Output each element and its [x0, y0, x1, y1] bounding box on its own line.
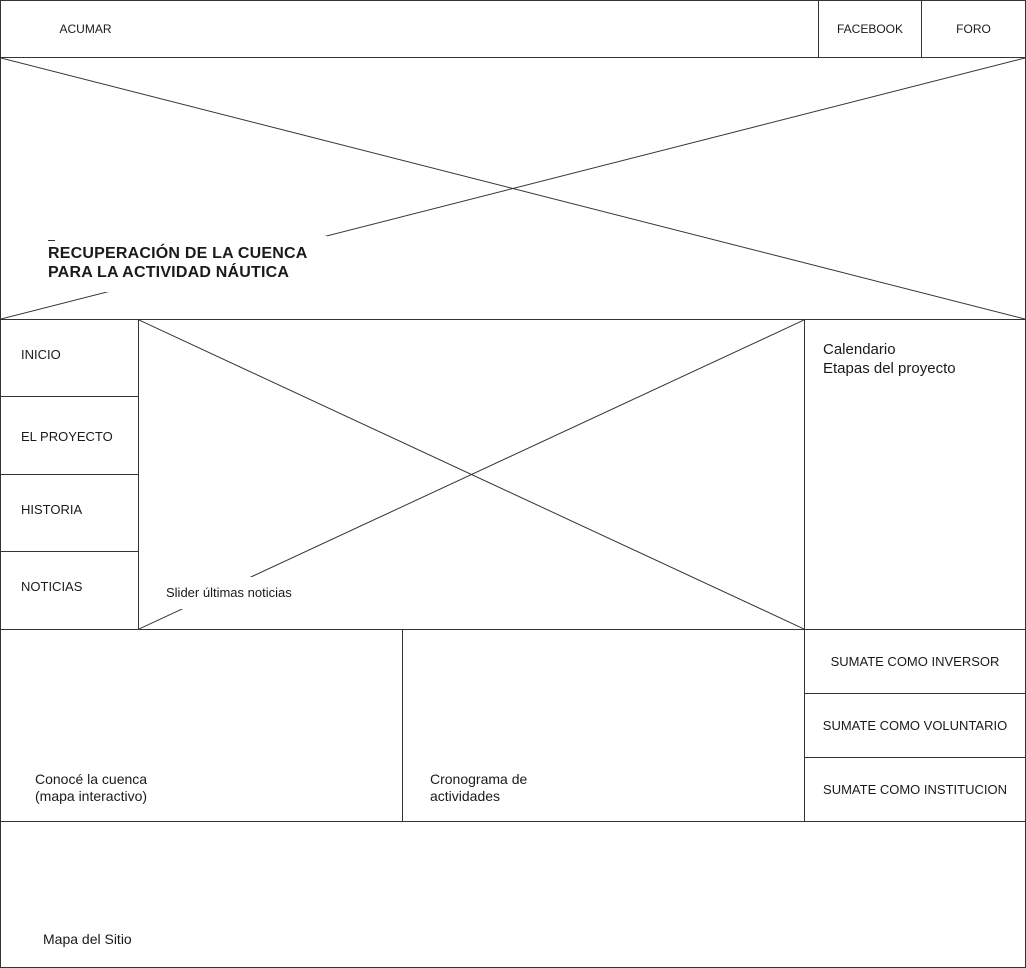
schedule-card-title-line-1: Cronograma de	[430, 771, 528, 787]
join-institution-label: SUMATE COMO INSTITUCION	[823, 782, 1007, 797]
hero-title-line-2: PARA LA ACTIVIDAD NÁUTICA	[48, 264, 290, 281]
join-investor-button[interactable]: SUMATE COMO INVERSOR	[804, 629, 1026, 694]
forum-link-label: FORO	[956, 22, 991, 36]
join-institution-button[interactable]: SUMATE COMO INSTITUCION	[804, 757, 1026, 822]
brand-label: ACUMAR	[59, 22, 112, 36]
calendar-title: Calendario	[823, 341, 896, 358]
join-volunteer-button[interactable]: SUMATE COMO VOLUNTARIO	[804, 693, 1026, 758]
hero-banner: RECUPERACIÓN DE LA CUENCA PARA LA ACTIVI…	[0, 57, 1026, 320]
nav-item-noticias[interactable]: NOTICIAS	[0, 551, 139, 630]
hero-title-dash	[48, 240, 55, 241]
join-volunteer-label: SUMATE COMO VOLUNTARIO	[822, 718, 1008, 733]
slider-caption-mask	[159, 577, 309, 609]
project-stages-title: Etapas del proyecto	[823, 360, 956, 377]
join-investor-label: SUMATE COMO INVERSOR	[830, 654, 1000, 669]
calendar-panel[interactable]: Calendario Etapas del proyecto	[804, 319, 1026, 630]
map-card-title: Conocé la cuenca	[35, 771, 148, 787]
facebook-link-label: FACEBOOK	[836, 22, 904, 36]
schedule-card-title-line-2: actividades	[430, 788, 501, 804]
hero-title-mask	[45, 236, 327, 292]
hero-title-line-1: RECUPERACIÓN DE LA CUENCA	[48, 245, 308, 262]
forum-link[interactable]: FORO	[921, 0, 1026, 58]
nav-item-label: EL PROYECTO	[21, 429, 113, 444]
sitemap-link[interactable]: Mapa del Sitio	[43, 931, 132, 947]
nav-item-el-proyecto[interactable]: EL PROYECTO	[0, 396, 139, 475]
brand-logo[interactable]: ACUMAR	[0, 0, 171, 58]
footer: Mapa del Sitio	[0, 821, 1026, 968]
facebook-link[interactable]: FACEBOOK	[818, 0, 922, 58]
map-card-subtitle: (mapa interactivo)	[35, 788, 148, 804]
hero-title: RECUPERACIÓN DE LA CUENCA PARA LA ACTIVI…	[48, 244, 308, 282]
nav-item-historia[interactable]: HISTORIA	[0, 474, 139, 552]
interactive-map-card[interactable]: Conocé la cuenca (mapa interactivo)	[0, 629, 403, 822]
news-slider[interactable]: Slider últimas noticias	[138, 319, 805, 630]
schedule-card[interactable]: Cronograma de actividades	[402, 629, 805, 822]
nav-item-inicio[interactable]: INICIO	[0, 319, 139, 397]
nav-item-label: HISTORIA	[21, 502, 83, 517]
slider-caption: Slider últimas noticias	[166, 585, 292, 600]
nav-item-label: NOTICIAS	[21, 579, 83, 594]
top-bar-spacer	[170, 0, 819, 58]
nav-item-label: INICIO	[21, 347, 61, 362]
